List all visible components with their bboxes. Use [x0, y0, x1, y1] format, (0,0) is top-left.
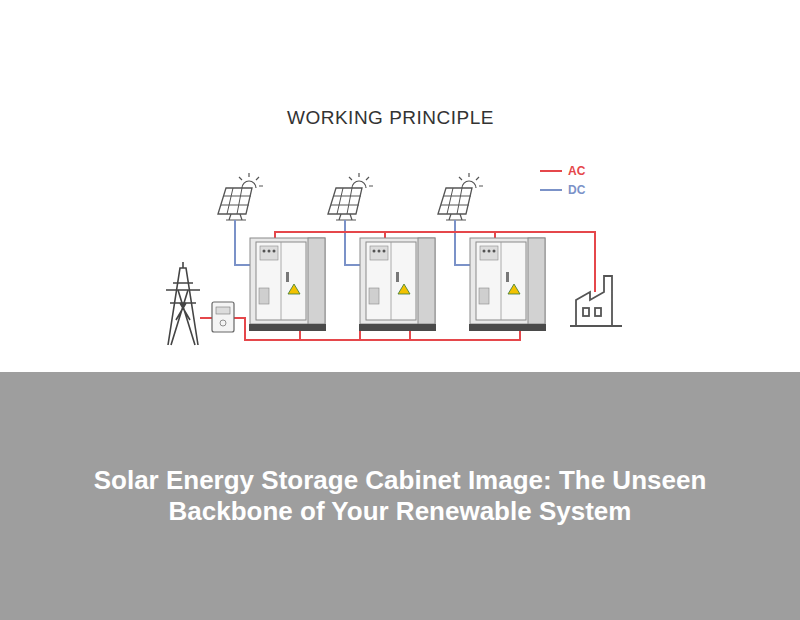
storage-cabinet	[469, 238, 546, 331]
ac-legend-line	[540, 170, 562, 172]
solar-panel	[218, 173, 263, 220]
electric-meter	[216, 307, 230, 314]
transmission-tower	[166, 262, 200, 345]
caption-band	[0, 372, 800, 620]
electric-meter	[212, 302, 234, 332]
transmission-tower	[171, 290, 195, 345]
solar-panel	[328, 173, 373, 220]
factory	[570, 325, 622, 327]
factory	[570, 276, 622, 326]
storage-cabinet	[249, 238, 326, 331]
electric-meter	[220, 320, 226, 326]
dc-legend-line	[540, 189, 562, 191]
solar-panel	[438, 173, 483, 220]
storage-cabinet	[359, 238, 436, 331]
electric-meter	[212, 302, 234, 332]
factory	[576, 276, 612, 326]
factory	[583, 308, 589, 316]
caption-text: Solar Energy Storage Cabinet Image: The …	[50, 465, 750, 527]
legend-label: AC	[568, 164, 585, 178]
transmission-tower	[166, 283, 200, 303]
legend-label: DC	[568, 183, 585, 197]
transmission-tower	[182, 262, 184, 268]
diagram-title: WORKING PRINCIPLE	[287, 107, 494, 129]
transmission-tower	[168, 268, 198, 345]
factory	[595, 308, 601, 316]
